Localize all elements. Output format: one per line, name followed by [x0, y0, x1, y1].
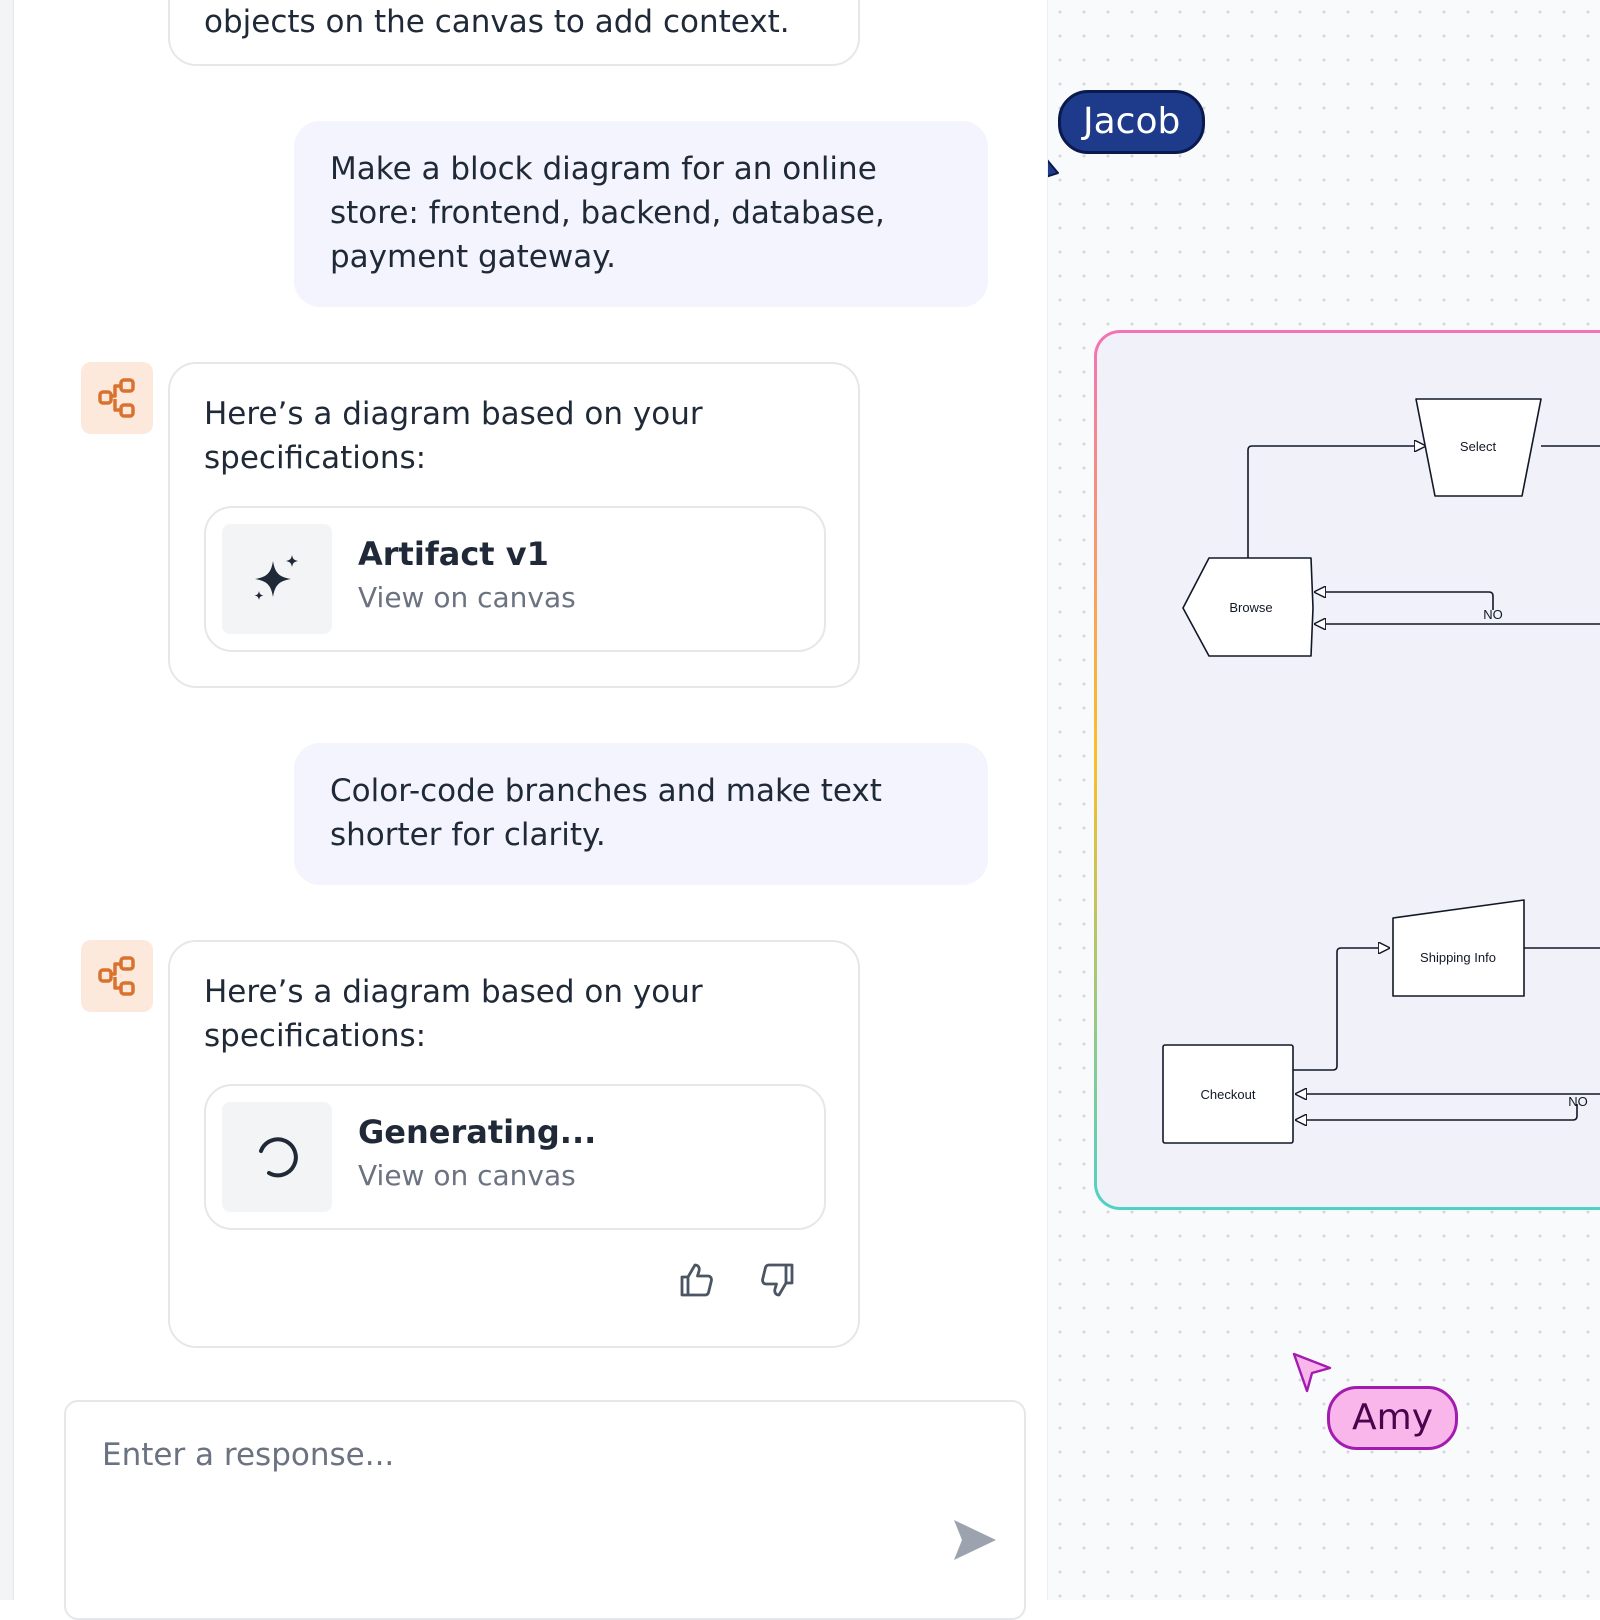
node-label: Select — [1460, 439, 1497, 454]
user-message-bubble: Make a block diagram for an online store… — [294, 121, 988, 307]
artifact-title: Generating... — [358, 1113, 597, 1151]
response-input[interactable] — [100, 1432, 924, 1478]
cursor-amy-icon — [1292, 1352, 1332, 1393]
thumbs-down-button[interactable] — [756, 1258, 800, 1302]
edge-browse-select — [1247, 446, 1425, 558]
thumbs-up-icon — [680, 1263, 713, 1297]
view-on-canvas-link[interactable]: View on canvas — [358, 581, 576, 614]
assistant-avatar — [81, 362, 153, 434]
send-icon — [954, 1520, 996, 1560]
artifact-title: Artifact v1 — [358, 535, 549, 573]
edge-no-to-browse — [1315, 592, 1494, 610]
chat-panel: objects on the canvas to add context. Ma… — [14, 0, 1047, 1620]
artifact-card[interactable]: Generating... View on canvas — [204, 1084, 826, 1230]
message-text: objects on the canvas to add context. — [204, 4, 790, 40]
response-composer — [64, 1400, 1026, 1620]
message-text: Here’s a diagram based on your specifica… — [204, 396, 703, 476]
node-browse[interactable] — [1182, 557, 1314, 657]
view-on-canvas-link[interactable]: View on canvas — [358, 1159, 576, 1192]
collaborator-tag-amy: Amy — [1327, 1386, 1458, 1450]
edge-checkout-shipping — [1293, 948, 1389, 1071]
sparkle-icon — [254, 555, 298, 600]
collaborator-tag-jacob: Jacob — [1058, 90, 1206, 154]
artifact-card[interactable]: Artifact v1 View on canvas — [204, 506, 826, 652]
spinner-icon — [259, 1137, 298, 1178]
diagram-icon — [98, 956, 135, 996]
edge-label: NO — [1483, 607, 1503, 622]
left-edge — [0, 0, 14, 1600]
assistant-message-card: objects on the canvas to add context. — [168, 0, 860, 66]
artifact-icon-tile — [222, 524, 332, 634]
node-checkout[interactable] — [1162, 1044, 1294, 1144]
message-text: Make a block diagram for an online store… — [330, 151, 885, 275]
node-shipping-info[interactable] — [1392, 899, 1525, 997]
assistant-avatar — [81, 940, 153, 1012]
user-message-bubble: Color-code branches and make text shorte… — [294, 743, 988, 885]
message-text: Here’s a diagram based on your specifica… — [204, 974, 703, 1054]
message-text: Color-code branches and make text shorte… — [330, 773, 882, 853]
cursor-jacob-icon — [1048, 159, 1059, 178]
diagram-icon — [98, 378, 135, 418]
edge-label: NO — [1568, 1094, 1588, 1109]
canvas[interactable]: Select Browse Shipping Info Checkout NO … — [1047, 0, 1600, 1600]
flow-diagram: Select Browse Shipping Info Checkout NO … — [1162, 398, 1600, 1144]
edge-no-to-checkout — [1296, 1104, 1578, 1120]
thumbs-down-icon — [761, 1263, 794, 1297]
node-select[interactable] — [1415, 398, 1542, 497]
artifact-icon-tile — [222, 1102, 332, 1212]
node-label: Browse — [1229, 600, 1272, 615]
node-label: Checkout — [1201, 1087, 1256, 1102]
thumbs-up-button[interactable] — [674, 1258, 718, 1302]
assistant-message-card: Here’s a diagram based on your specifica… — [168, 362, 860, 688]
send-button[interactable] — [946, 1512, 1002, 1568]
assistant-message-card: Here’s a diagram based on your specifica… — [168, 940, 860, 1348]
node-label: Shipping Info — [1420, 950, 1496, 965]
